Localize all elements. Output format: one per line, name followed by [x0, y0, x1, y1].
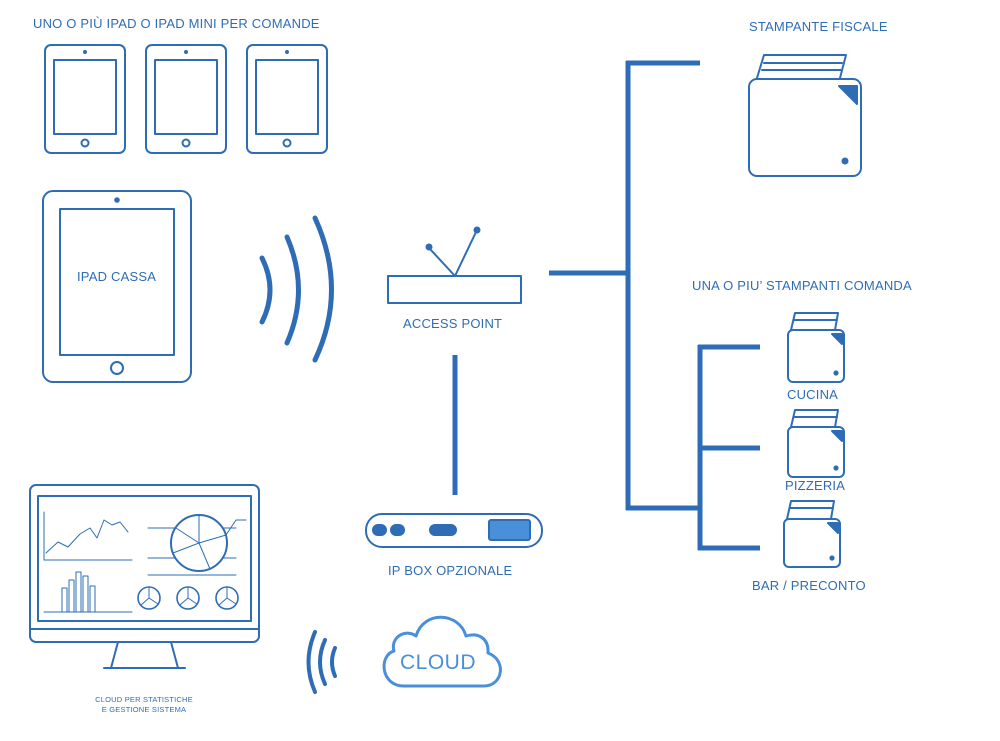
- access-point-icon: [387, 226, 522, 304]
- printer-pizzeria-icon: [787, 409, 845, 478]
- label-ipad-cassa: IPAD CASSA: [77, 269, 157, 284]
- ipad-cassa: [42, 190, 192, 383]
- stampante-fiscale-icon: [748, 54, 862, 177]
- ipad-comande-1: [44, 44, 126, 154]
- label-cloud-statistiche-line2: E GESTIONE SISTEMA: [101, 705, 187, 714]
- ip-box-icon: [365, 513, 543, 548]
- label-stampante-fiscale: STAMPANTE FISCALE: [749, 19, 888, 34]
- cloud-icon: [382, 615, 502, 688]
- ipad-comande-2: [145, 44, 227, 154]
- cloud-wifi-waves-icon: [306, 630, 337, 694]
- wifi-waves-icon: [259, 215, 334, 363]
- label-ipads-comande: UNO O PIÙ IPAD O IPAD MINI PER COMANDE: [33, 16, 320, 31]
- label-cucina: CUCINA: [787, 387, 839, 402]
- label-cloud: CLOUD: [400, 651, 477, 674]
- label-cloud-statistiche-line1: CLOUD PER STATISTICHE: [95, 695, 193, 704]
- label-pizzeria: PIZZERIA: [785, 478, 846, 493]
- network-lines: [452, 60, 760, 551]
- label-ip-box: IP BOX OPZIONALE: [388, 563, 513, 578]
- printer-cucina-icon: [787, 312, 845, 383]
- ipad-comande-3: [246, 44, 328, 154]
- monitor-dashboard-icon: [29, 484, 260, 669]
- label-access-point: ACCESS POINT: [403, 316, 503, 331]
- label-cloud-statistiche: CLOUD PER STATISTICHE E GESTIONE SISTEMA: [74, 695, 214, 715]
- label-stampanti-comanda: UNA O PIU’ STAMPANTI COMANDA: [692, 278, 912, 293]
- printer-bar-icon: [783, 500, 841, 568]
- label-bar-preconto: BAR / PRECONTO: [752, 578, 866, 593]
